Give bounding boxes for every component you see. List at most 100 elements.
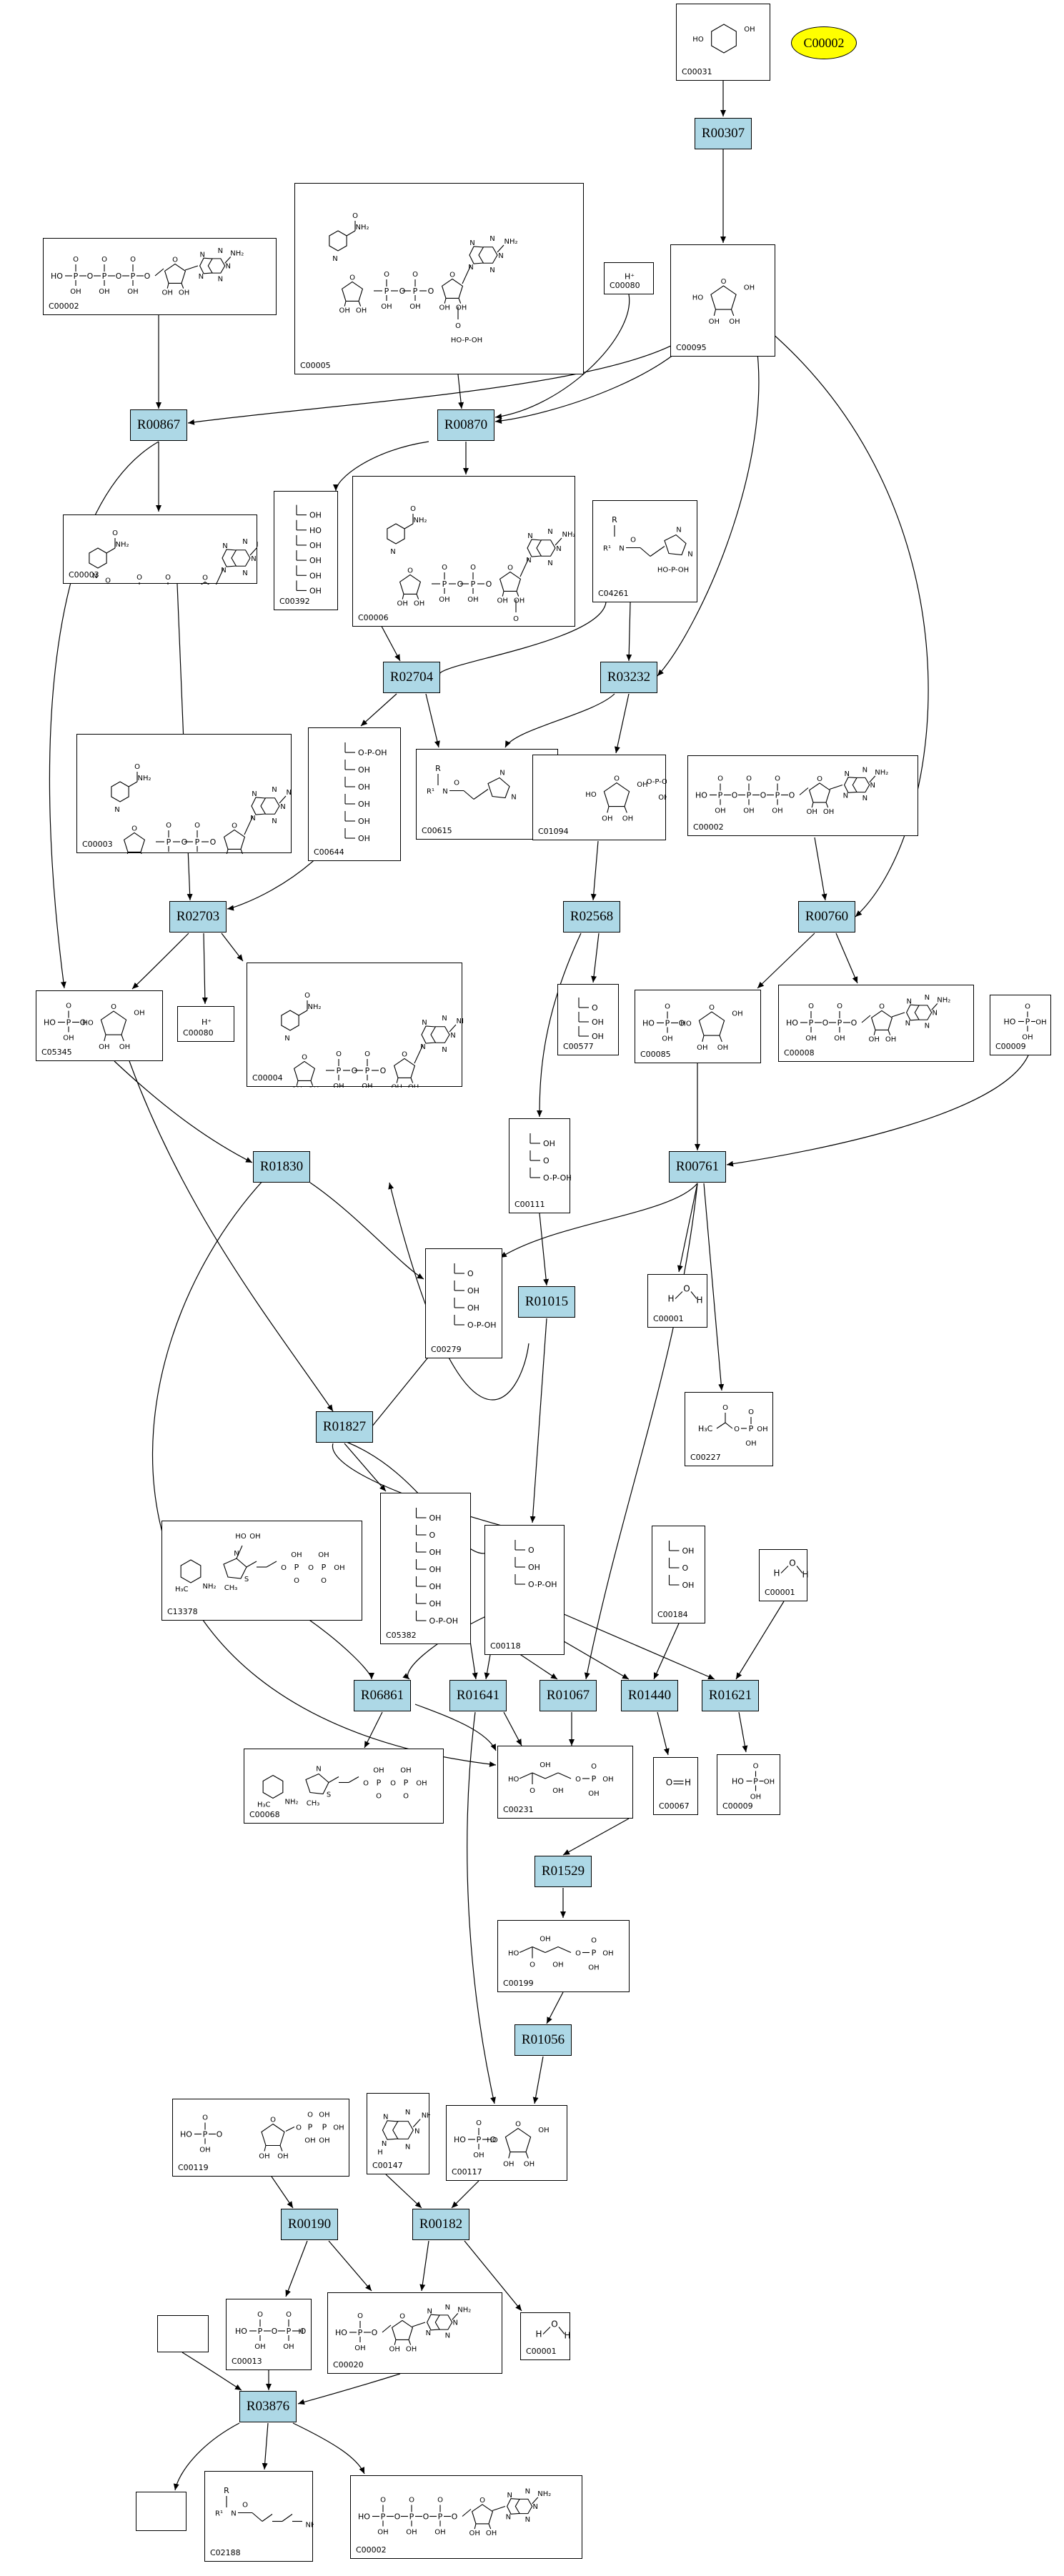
compound-c00080[interactable]: H⁺C00080	[604, 262, 654, 294]
svg-text:O-P-OH: O-P-OH	[528, 1580, 557, 1589]
svg-text:H: H	[696, 1296, 702, 1306]
edge-25	[537, 933, 582, 1118]
reaction-r00190[interactable]: R00190	[281, 2209, 338, 2240]
edge-16	[504, 693, 615, 748]
reaction-r01830[interactable]: R01830	[253, 1151, 310, 1183]
svg-text:HO: HO	[358, 2512, 370, 2522]
svg-text:O: O	[851, 1018, 857, 1028]
reaction-r00761[interactable]: R00761	[669, 1151, 726, 1183]
svg-text:O: O	[789, 791, 795, 800]
svg-text:HO: HO	[1004, 1018, 1016, 1027]
reaction-r00760[interactable]: R00760	[798, 901, 855, 933]
reaction-r03232[interactable]: R03232	[600, 662, 657, 693]
edge-39	[703, 1183, 725, 1391]
compound-id-label: C00001	[526, 2347, 557, 2356]
reaction-r00870[interactable]: R00870	[437, 409, 494, 441]
svg-text:OH: OH	[743, 807, 754, 815]
svg-text:CH₃: CH₃	[224, 1584, 238, 1592]
reaction-r01440[interactable]: R01440	[621, 1680, 678, 1711]
compound-placeholder[interactable]	[157, 2315, 209, 2352]
reaction-r00182[interactable]: R00182	[412, 2209, 469, 2240]
reaction-r02704[interactable]: R02704	[383, 662, 440, 693]
compound-c02188[interactable]: RR¹NONH₂C02188	[204, 2471, 314, 2562]
svg-text:OH: OH	[319, 2112, 329, 2119]
svg-text:OH: OH	[602, 1776, 613, 1784]
svg-text:R: R	[435, 764, 441, 773]
svg-text:OH: OH	[358, 765, 370, 775]
reaction-r01067[interactable]: R01067	[540, 1680, 597, 1711]
svg-text:O: O	[679, 1019, 685, 1028]
compound-c00006[interactable]: NH₂ONOOHOHPOOHOPOOHOOOHOHNNNNNNH₂OHO-P-O…	[352, 476, 576, 627]
compound-c00004[interactable]: NH₂ONOOHOHPOOHOPOOHOOOHOHNNNNNNH₂C00004	[247, 963, 463, 1088]
reaction-r01529[interactable]: R01529	[535, 1856, 592, 1887]
svg-text:NH₂: NH₂	[456, 1018, 463, 1025]
svg-text:OH: OH	[429, 1513, 442, 1523]
svg-text:O: O	[352, 212, 358, 220]
reaction-r00307[interactable]: R00307	[695, 118, 752, 149]
edge-30	[835, 933, 858, 984]
svg-text:O: O	[423, 2512, 429, 2522]
reaction-r01641[interactable]: R01641	[449, 1680, 507, 1711]
compound-c00080[interactable]: H⁺C00080	[177, 1006, 234, 1042]
highlighted-compound-c00002[interactable]: C00002	[791, 26, 857, 59]
edge-18	[49, 441, 159, 989]
compound-placeholder[interactable]	[136, 2492, 187, 2531]
reaction-r02568[interactable]: R02568	[563, 901, 620, 933]
reaction-r01015[interactable]: R01015	[518, 1286, 575, 1318]
reaction-r01827[interactable]: R01827	[316, 1411, 373, 1443]
reaction-r01621[interactable]: R01621	[702, 1680, 759, 1711]
svg-text:OH: OH	[309, 541, 322, 550]
reaction-r01056[interactable]: R01056	[514, 2024, 572, 2056]
reaction-r03876[interactable]: R03876	[239, 2391, 297, 2422]
edge-43	[388, 1182, 529, 1401]
svg-text:P: P	[592, 1774, 597, 1784]
compound-c00147[interactable]: NNNNNNH₂HC00147	[367, 2093, 430, 2174]
svg-text:OH: OH	[588, 1964, 599, 1972]
reaction-r06861[interactable]: R06861	[354, 1680, 411, 1711]
compound-c00003[interactable]: NH₂ONOOHOHPOOHOPOOHOOOHOHNNNNNNH₂C00003	[76, 734, 292, 854]
reaction-r00867[interactable]: R00867	[130, 409, 187, 441]
svg-text:N: N	[445, 2332, 450, 2340]
svg-text:OH: OH	[486, 2530, 497, 2537]
compound-c00003[interactable]: NH₂ONOOHOHPOOHOPOOHOOOHOHNNNNNNH₂C00003	[63, 514, 258, 585]
reaction-r02703[interactable]: R02703	[169, 901, 227, 933]
